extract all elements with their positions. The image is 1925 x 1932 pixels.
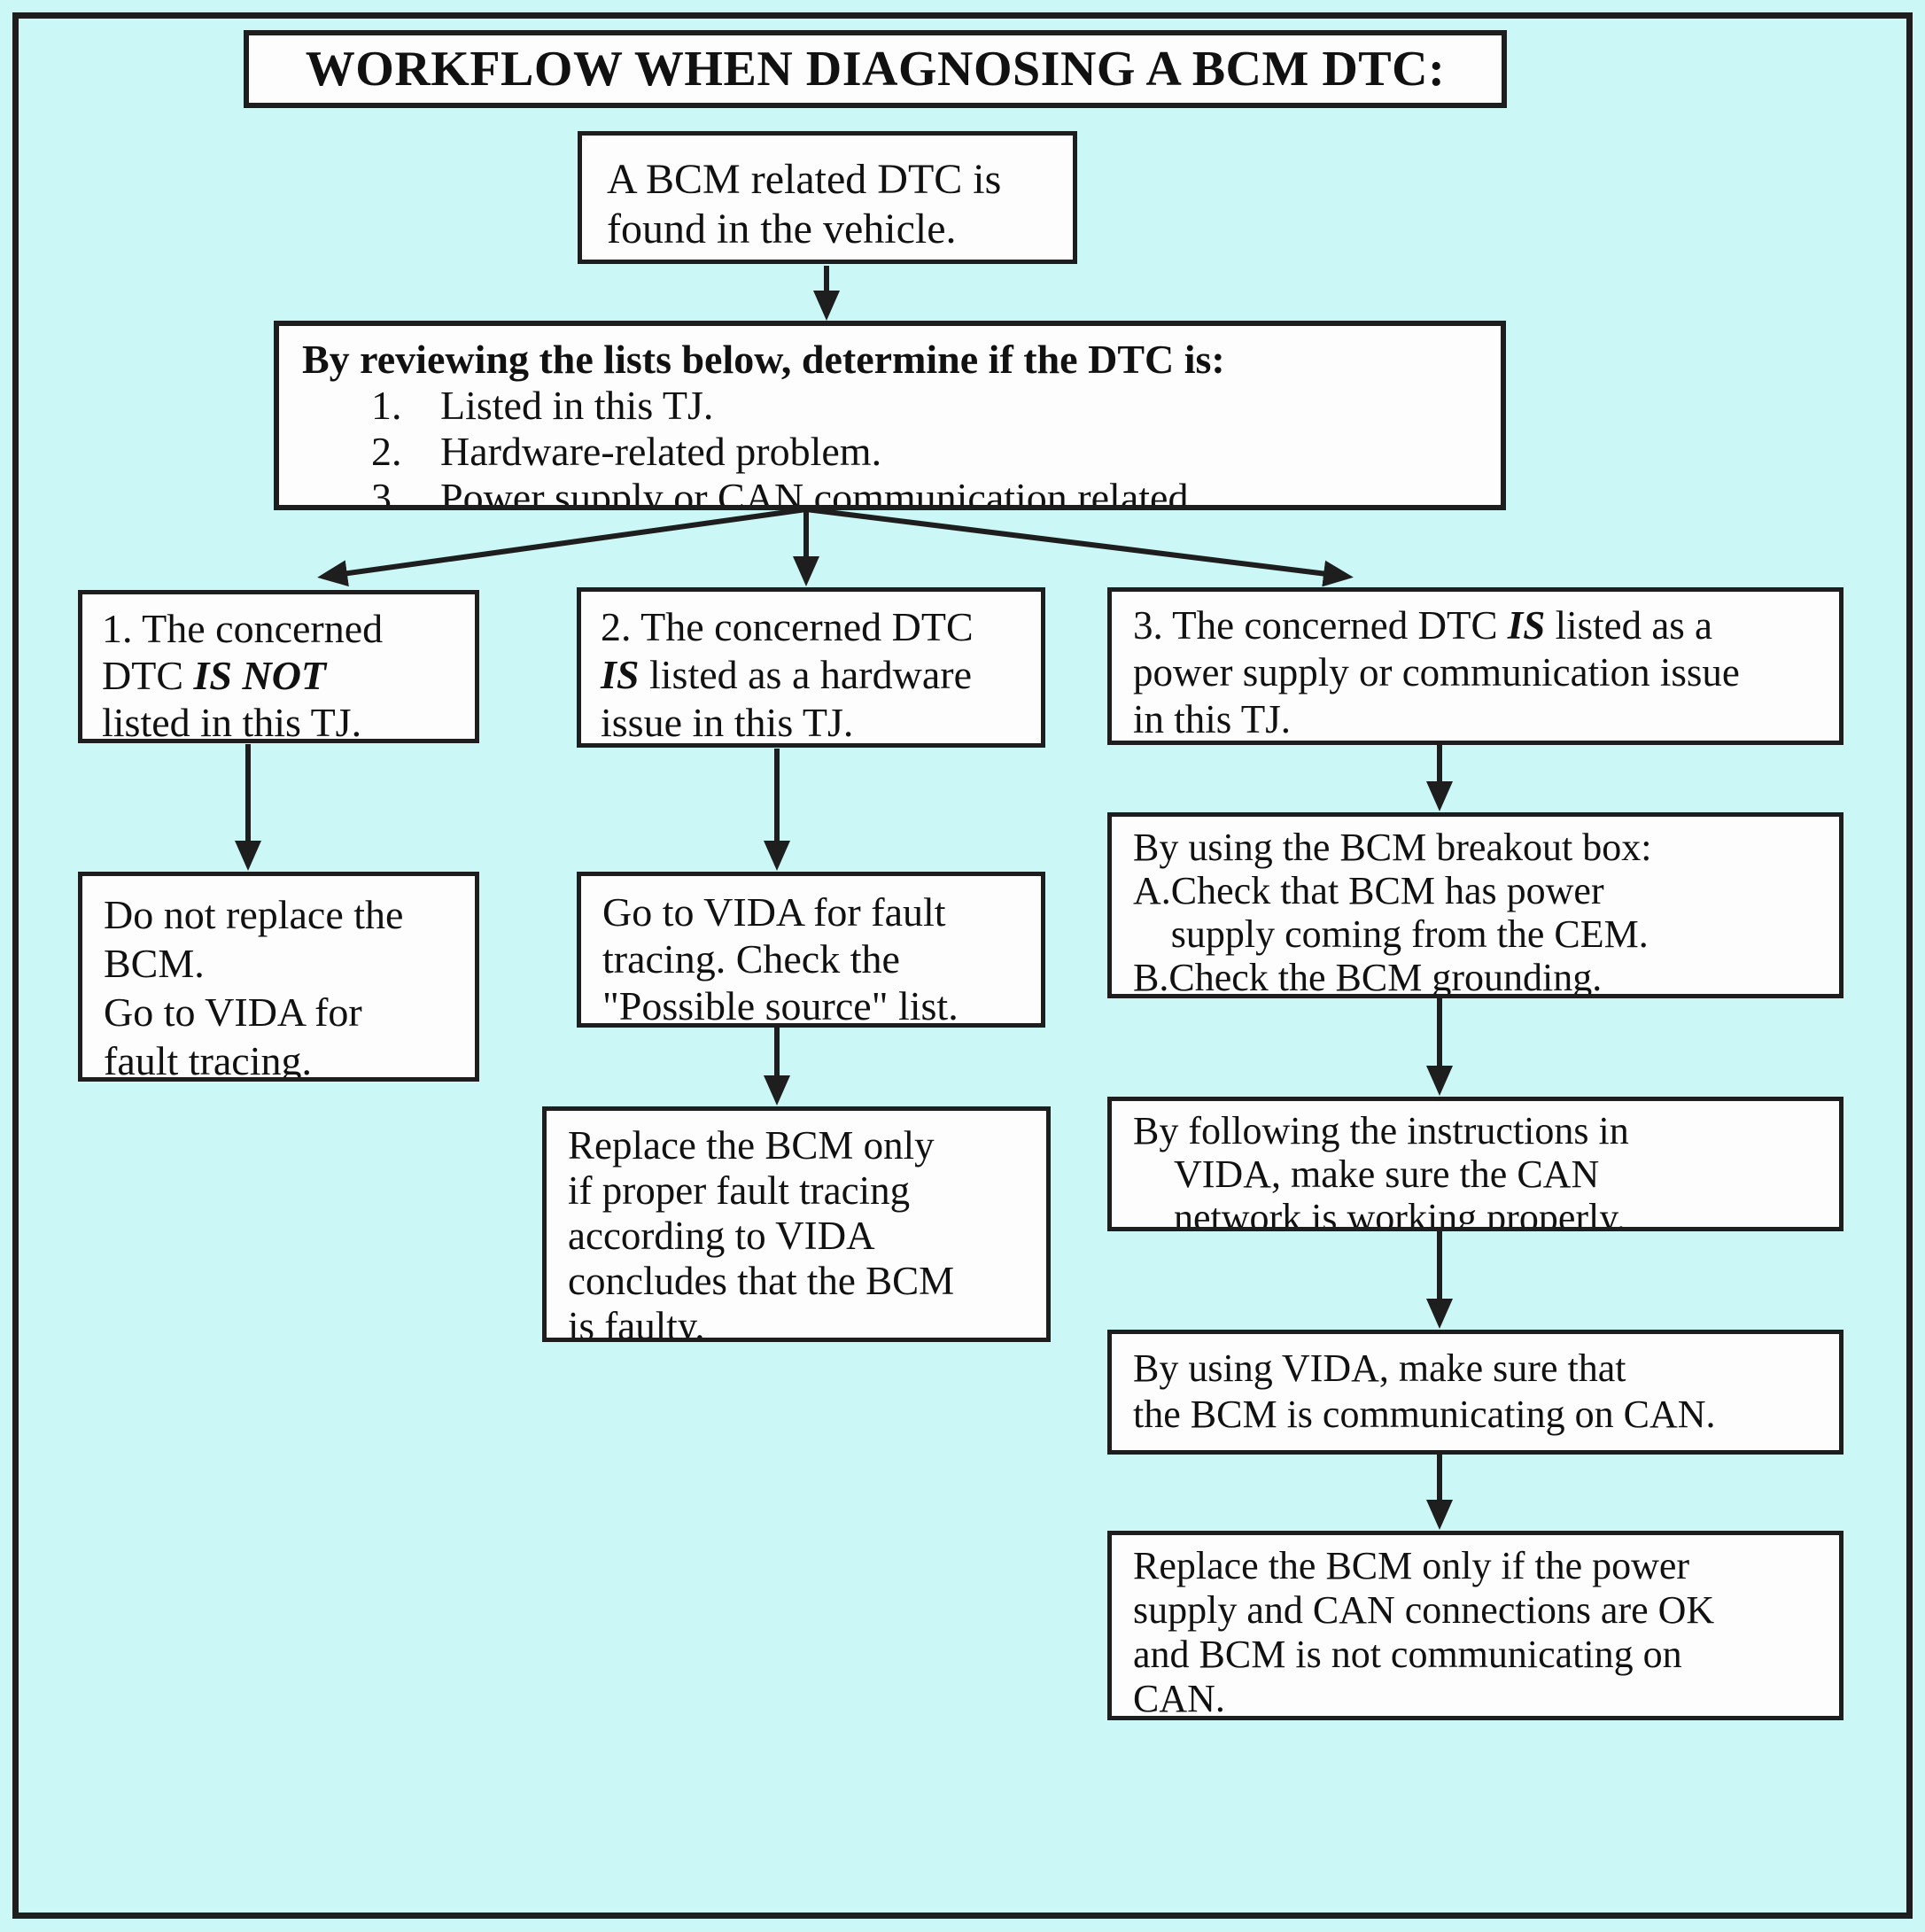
text-segment: listed in this TJ. (102, 700, 362, 743)
breakout-item-a-marker: A. (1133, 869, 1171, 912)
node-start-text: A BCM related DTC is found in the vehicl… (607, 156, 1002, 252)
node-using-vida-text: By using VIDA, make sure that the BCM is… (1133, 1346, 1716, 1436)
breakout-item-a-text: Check that BCM has power supply coming f… (1170, 869, 1649, 956)
node-replace-if-power-ok: Replace the BCM only if the power supply… (1107, 1531, 1843, 1720)
node-goto-vida: Go to VIDA for fault tracing. Check the … (577, 872, 1045, 1028)
breakout-item-b-marker: B. (1133, 956, 1169, 998)
text-segment-emphasis: IS NOT (193, 653, 327, 698)
node-dtc-not-listed: 1. The concerned DTC IS NOT listed in th… (78, 590, 479, 743)
node-using-vida: By using VIDA, make sure that the BCM is… (1107, 1330, 1843, 1455)
node-dtc-power-comm: 3. The concerned DTC IS listed as a powe… (1107, 587, 1843, 745)
determine-item-1-text: Listed in this TJ. (440, 383, 714, 428)
node-determine: By reviewing the lists below, determine … (274, 321, 1506, 510)
breakout-item-a: A.Check that BCM has power supply coming… (1133, 869, 1818, 956)
text-segment: 3. The concerned DTC (1133, 603, 1508, 648)
node-replace-if-power-ok-text: Replace the BCM only if the power supply… (1133, 1544, 1715, 1720)
node-can-network: By following the instructions in VIDA, m… (1107, 1097, 1843, 1231)
determine-item-1-marker: 1. (371, 383, 402, 428)
node-dtc-hardware-text: 2. The concerned DTC IS listed as a hard… (601, 603, 1021, 745)
breakout-item-b: B.Check the BCM grounding. (1133, 956, 1818, 998)
node-goto-vida-text: Go to VIDA for fault tracing. Check the … (602, 889, 959, 1028)
node-do-not-replace: Do not replace the BCM. Go to VIDA for f… (78, 872, 479, 1082)
diagram-title-text: WORKFLOW WHEN DIAGNOSING A BCM DTC: (305, 42, 1446, 97)
node-dtc-power-comm-text: 3. The concerned DTC IS listed as a powe… (1133, 602, 1818, 741)
node-can-network-text: By following the instructions in VIDA, m… (1133, 1109, 1629, 1231)
node-dtc-hardware: 2. The concerned DTC IS listed as a hard… (577, 587, 1045, 748)
node-breakout-box: By using the BCM breakout box: A.Check t… (1107, 812, 1843, 998)
text-segment: 2. The concerned DTC (601, 604, 974, 649)
determine-item-2-text: Hardware-related problem. (440, 429, 882, 474)
node-determine-header: By reviewing the lists below, determine … (302, 337, 1225, 382)
determine-item-1: 1. Listed in this TJ. (302, 383, 1478, 429)
text-segment: 1. The concerned DTC (102, 606, 384, 698)
node-do-not-replace-text: Do not replace the BCM. Go to VIDA for f… (104, 892, 404, 1082)
arrow-branch-left (317, 507, 807, 587)
text-segment-emphasis: IS (1507, 603, 1546, 648)
determine-item-3-marker: 3. (371, 475, 402, 510)
text-segment: listed as a power supply or communicatio… (1133, 603, 1740, 741)
determine-item-2-marker: 2. (371, 429, 402, 474)
determine-item-2: 2. Hardware-related problem. (302, 429, 1478, 475)
node-replace-if-faulty-text: Replace the BCM only if proper fault tra… (568, 1123, 955, 1342)
determine-item-3-text: Power supply or CAN communication relate… (440, 475, 1199, 510)
diagram-title: WORKFLOW WHEN DIAGNOSING A BCM DTC: (244, 30, 1507, 108)
text-segment: listed as a hardware issue in this TJ. (601, 652, 972, 745)
arrow-branch-right (805, 507, 1354, 587)
node-dtc-not-listed-text: 1. The concerned DTC IS NOT listed in th… (102, 605, 455, 743)
node-replace-if-faulty: Replace the BCM only if proper fault tra… (542, 1106, 1051, 1342)
text-segment-emphasis: IS (601, 652, 640, 697)
node-breakout-header: By using the BCM breakout box: (1133, 826, 1652, 869)
determine-item-3: 3. Power supply or CAN communication rela… (302, 475, 1478, 510)
breakout-item-b-text: Check the BCM grounding. (1168, 956, 1603, 998)
node-start: A BCM related DTC is found in the vehicl… (578, 131, 1077, 264)
